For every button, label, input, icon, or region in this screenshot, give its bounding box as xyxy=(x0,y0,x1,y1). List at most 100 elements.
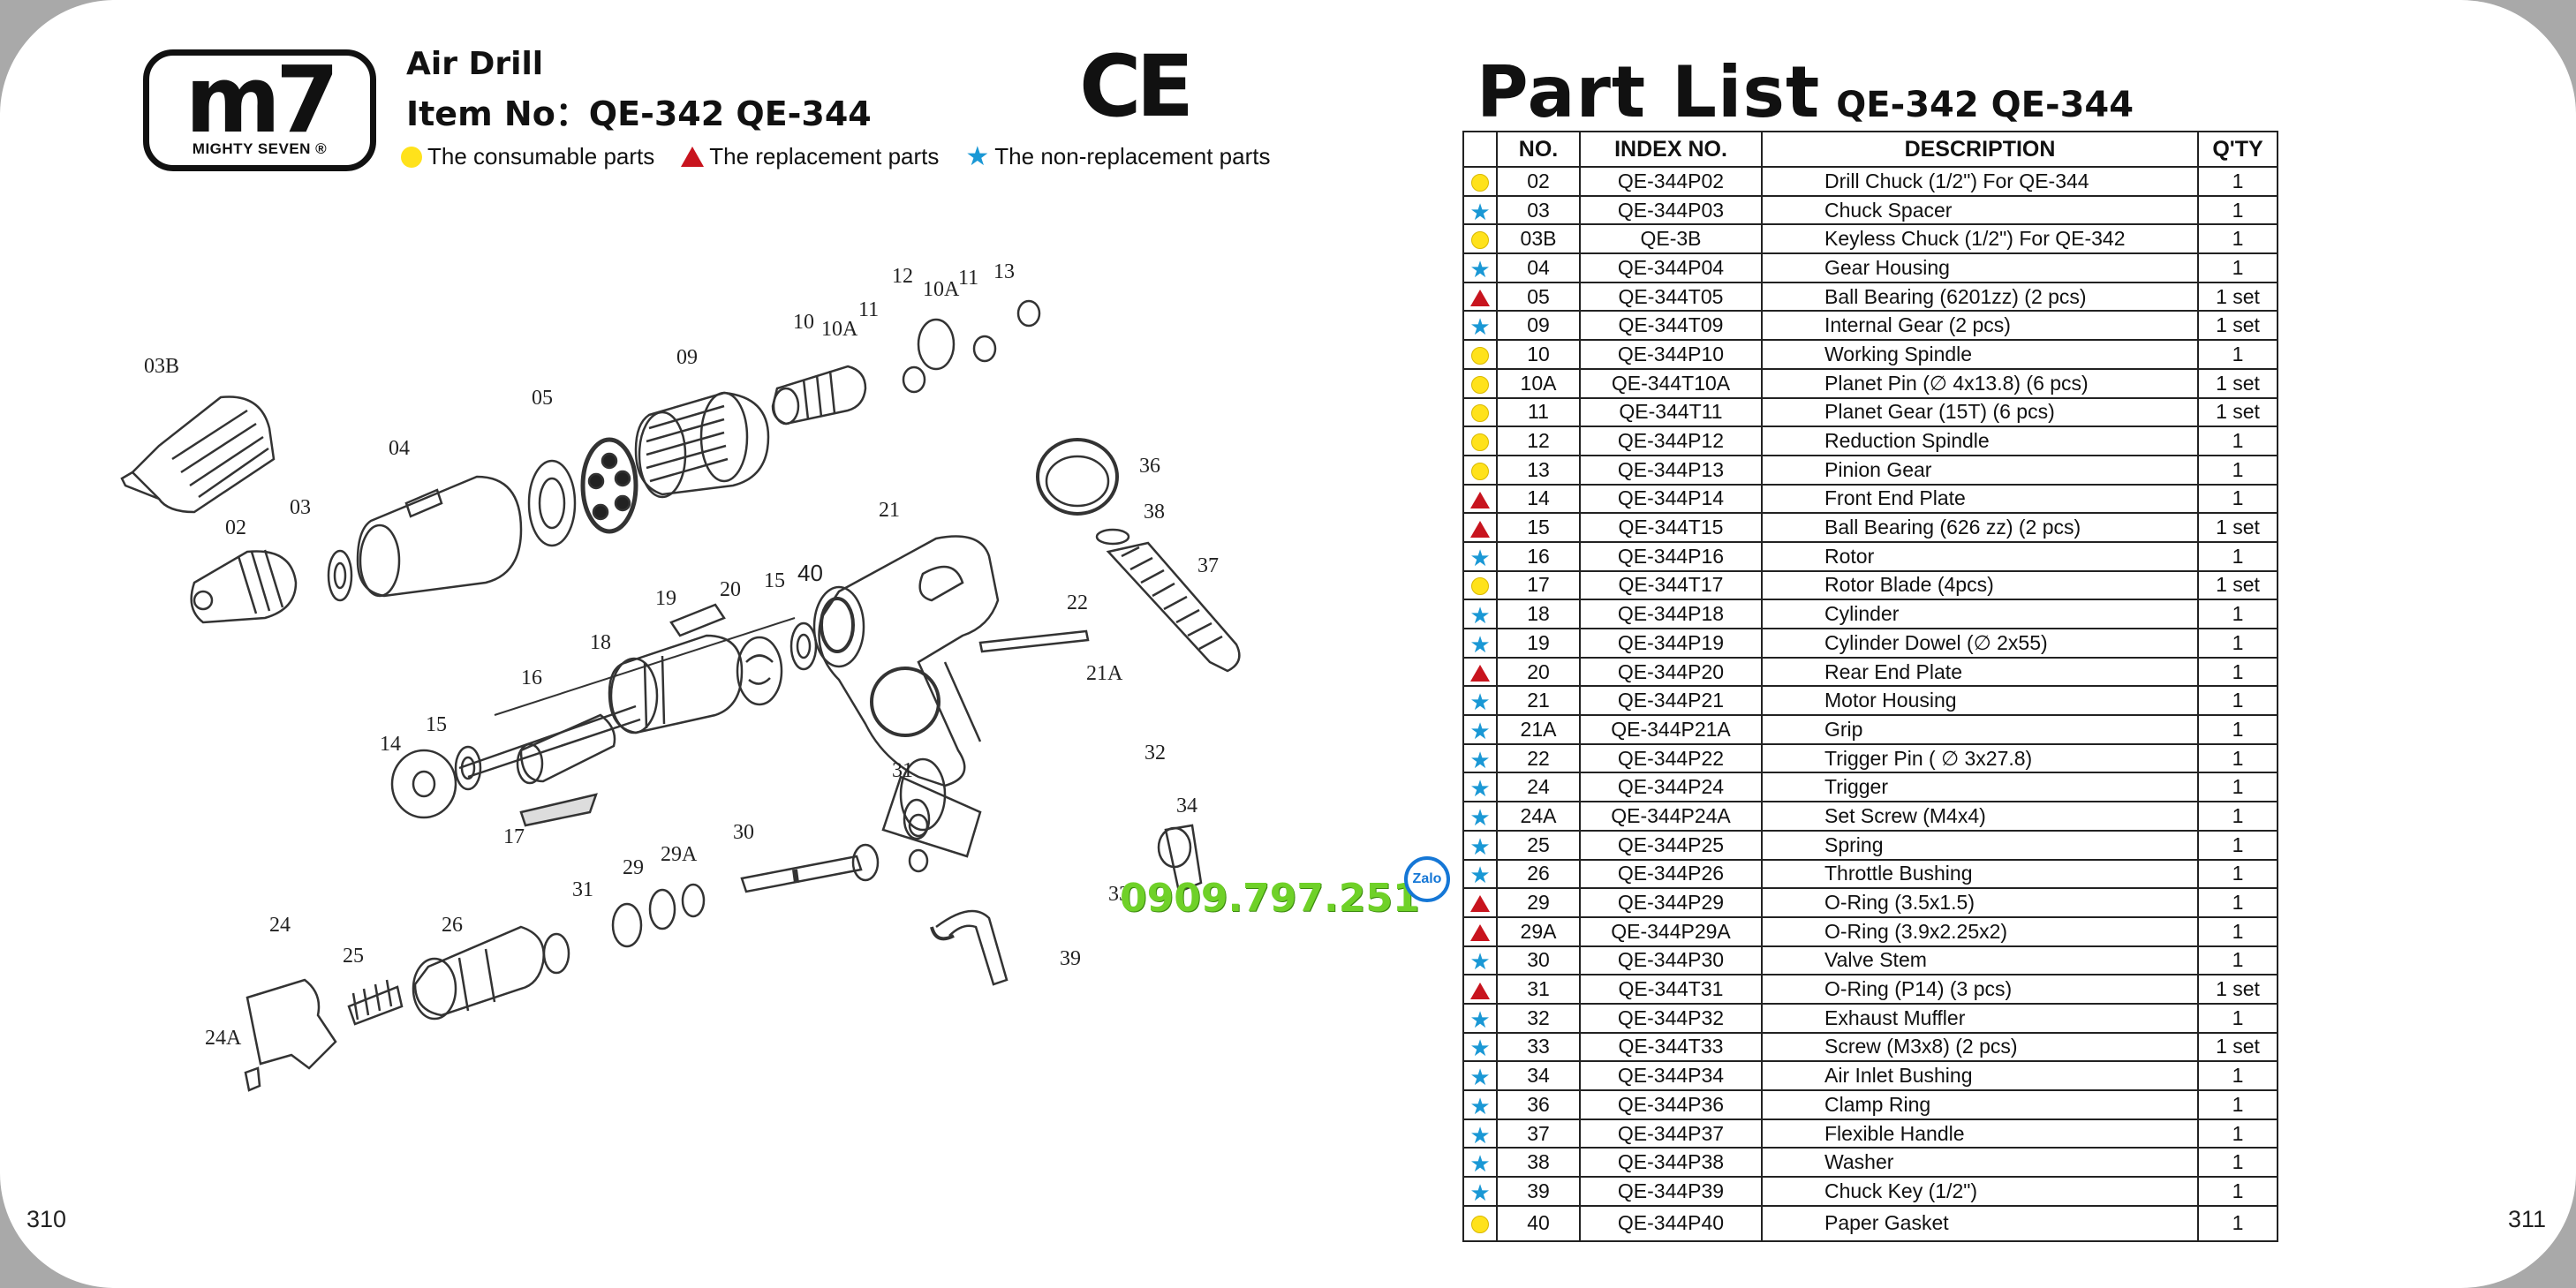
index-number-cell: QE-344P26 xyxy=(1579,858,1763,890)
logo-subtitle: MIGHTY SEVEN ® xyxy=(192,140,328,157)
blue-star-icon: ★ xyxy=(1469,1006,1491,1033)
index-number-cell: QE-344P34 xyxy=(1579,1060,1763,1091)
blue-star-icon: ★ xyxy=(1469,717,1491,744)
index-number-cell: QE-344P24A xyxy=(1579,801,1763,832)
diagram-label: 33 xyxy=(1108,883,1129,906)
index-number-cell: QE-344P18 xyxy=(1579,599,1763,629)
diagram-label: 25 xyxy=(343,945,364,968)
part-type-cell xyxy=(1462,512,1498,543)
diagram-label: 05 xyxy=(532,387,553,410)
diagram-label: 30 xyxy=(733,821,754,844)
part-number-cell: 21A xyxy=(1496,714,1581,745)
description-cell: Rear End Plate xyxy=(1761,656,2199,688)
part-number-cell: 21 xyxy=(1496,685,1581,717)
part-type-cell xyxy=(1462,454,1498,486)
quantity-cell: 1 xyxy=(2197,742,2278,774)
index-number-cell: QE-344P37 xyxy=(1579,1118,1763,1149)
diagram-label: 03B xyxy=(144,355,179,378)
diagram-label: 20 xyxy=(720,578,741,601)
blue-star-icon: ★ xyxy=(1469,689,1491,716)
legend-item-non-replacement: ★ The non-replacement parts xyxy=(965,143,1270,170)
yellow-dot-icon xyxy=(1471,462,1489,480)
red-triangle-icon xyxy=(1470,664,1490,682)
part-number-cell: 24A xyxy=(1496,801,1581,832)
description-cell: Clamp Ring xyxy=(1761,1089,2199,1120)
index-number-cell: QE-344P14 xyxy=(1579,483,1763,515)
diagram-label: 14 xyxy=(380,733,401,756)
part-type-cell xyxy=(1462,166,1498,197)
description-cell: O-Ring (3.9x2.25x2) xyxy=(1761,915,2199,947)
part-number-cell: 39 xyxy=(1496,1176,1581,1207)
part-type-cell: ★ xyxy=(1462,194,1498,226)
logo-mark: m7 xyxy=(185,46,340,154)
index-number-cell: QE-344P21A xyxy=(1579,714,1763,745)
diagram-label: 26 xyxy=(442,914,463,937)
description-cell: Internal Gear (2 pcs) xyxy=(1761,310,2199,342)
part-number-cell: 29A xyxy=(1496,915,1581,947)
blue-star-icon: ★ xyxy=(1469,1035,1491,1062)
blue-star-icon: ★ xyxy=(1469,602,1491,629)
quantity-cell: 1 xyxy=(2197,1060,2278,1091)
part-type-cell: ★ xyxy=(1462,1147,1498,1179)
clamp-ring-drawing xyxy=(1036,438,1119,516)
part-number-cell: 17 xyxy=(1496,569,1581,601)
diagram-label: 24 xyxy=(269,914,291,937)
description-cell: Spring xyxy=(1761,829,2199,861)
index-number-cell: QE-344P02 xyxy=(1579,166,1763,197)
part-number-cell: 11 xyxy=(1496,396,1581,428)
index-number-cell: QE-344P19 xyxy=(1579,628,1763,659)
quantity-cell: 1 set xyxy=(2197,310,2278,342)
description-cell: Working Spindle xyxy=(1761,339,2199,370)
blue-star-icon: ★ xyxy=(1469,948,1491,975)
index-number-cell: QE-344P36 xyxy=(1579,1089,1763,1120)
diagram-label: 31 xyxy=(572,878,593,901)
part-number-cell: 22 xyxy=(1496,742,1581,774)
part-type-cell xyxy=(1462,915,1498,947)
page-number-left: 310 xyxy=(26,1206,67,1232)
quantity-cell: 1 xyxy=(2197,483,2278,515)
red-triangle-icon xyxy=(1470,290,1490,307)
diagram-label: 29 xyxy=(623,856,644,879)
index-number-cell: QE-344P29A xyxy=(1579,915,1763,947)
part-number-cell: 09 xyxy=(1496,310,1581,342)
description-cell: O-Ring (3.5x1.5) xyxy=(1761,887,2199,918)
part-type-cell: ★ xyxy=(1462,1002,1498,1034)
legend-label: The replacement parts xyxy=(709,143,940,169)
part-number-cell: 32 xyxy=(1496,1002,1581,1034)
column-header: NO. xyxy=(1496,131,1581,168)
description-cell: Motor Housing xyxy=(1761,685,2199,717)
diagram-label: 10A xyxy=(821,318,858,341)
quantity-cell: 1 set xyxy=(2197,367,2278,399)
yellow-dot-icon xyxy=(1471,404,1489,423)
diagram-label: 29A xyxy=(661,843,698,866)
part-type-cell: ★ xyxy=(1462,685,1498,717)
index-number-cell: QE-344P22 xyxy=(1579,742,1763,774)
part-number-cell: 29 xyxy=(1496,887,1581,918)
description-cell: Drill Chuck (1/2") For QE-344 xyxy=(1761,166,2199,197)
part-type-cell: ★ xyxy=(1462,1118,1498,1149)
zalo-icon[interactable]: Zalo xyxy=(1404,856,1450,902)
index-number-cell: QE-344T11 xyxy=(1579,396,1763,428)
part-number-cell: 30 xyxy=(1496,945,1581,976)
quantity-cell: 1 xyxy=(2197,915,2278,947)
diagram-label: 13 xyxy=(993,260,1015,283)
legend-item-replacement: The replacement parts xyxy=(681,143,939,170)
diagram-label: 40 xyxy=(797,560,823,586)
part-number-cell: 34 xyxy=(1496,1060,1581,1091)
index-number-cell: QE-344P10 xyxy=(1579,339,1763,370)
part-type-cell xyxy=(1462,339,1498,370)
